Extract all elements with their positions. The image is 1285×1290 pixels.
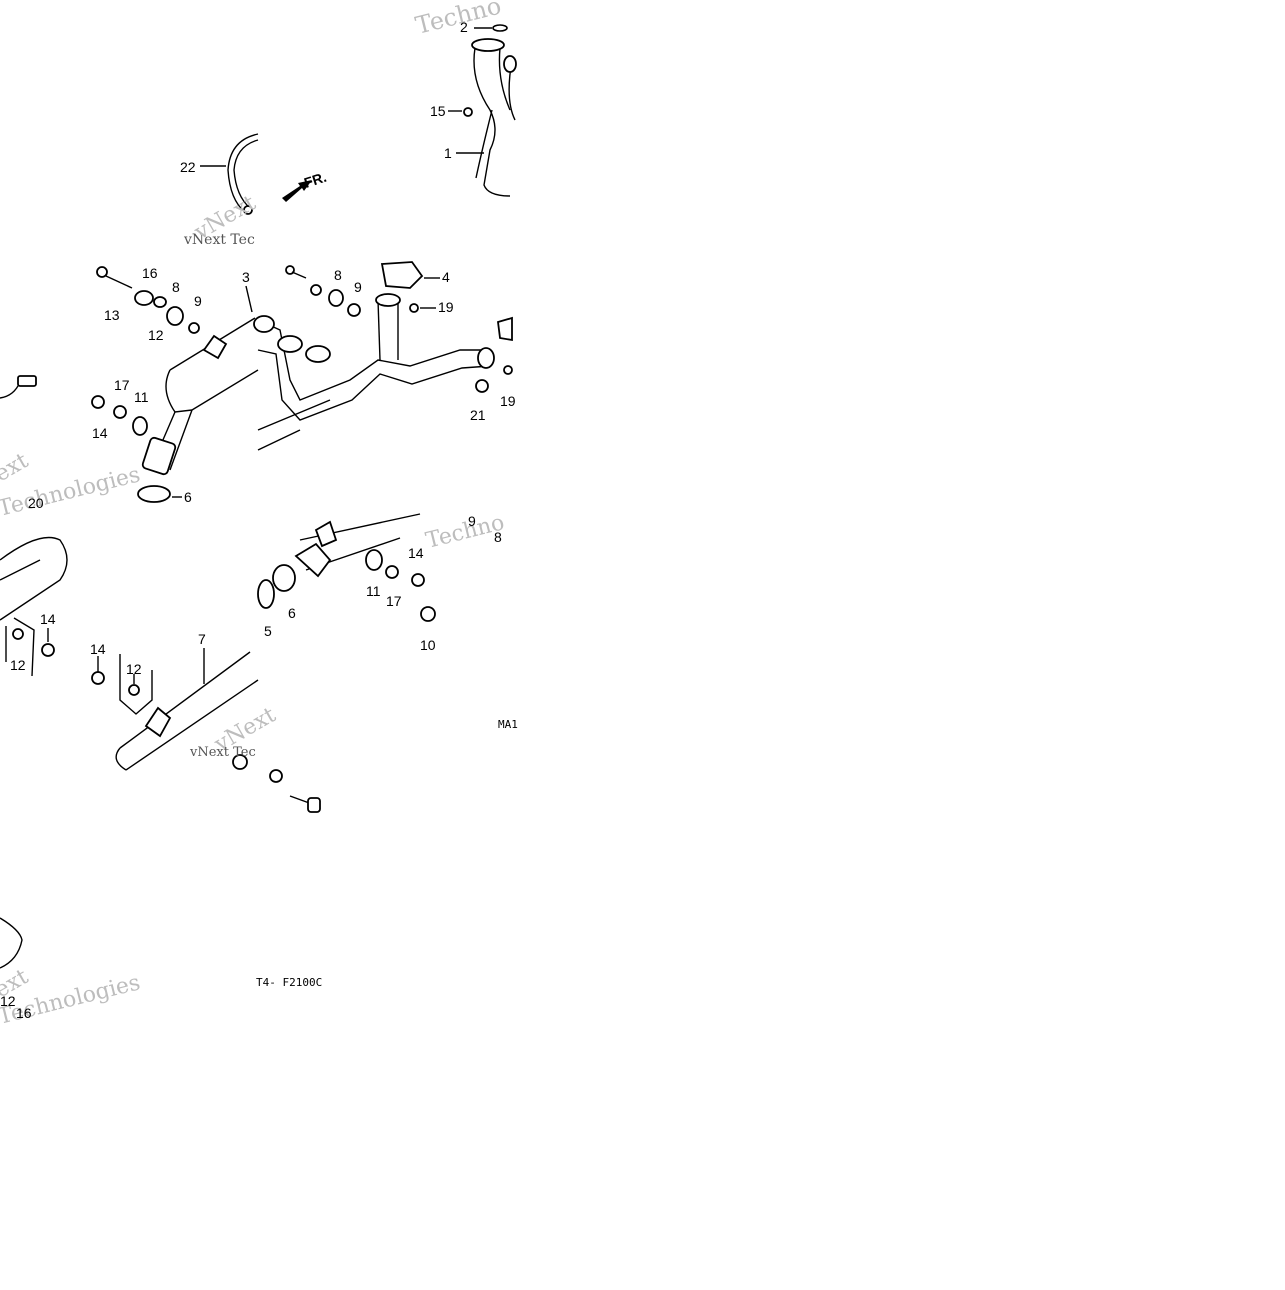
diagram-code-partial: MA1 [498,718,518,731]
callout-number: 9 [468,513,476,529]
callout-number: 12 [10,657,26,673]
callout-number: 12 [126,661,142,677]
tile-muffler-joint [0,513,436,969]
callout-number: 17 [386,593,402,609]
callout-number: 14 [40,611,56,627]
callout-number: 14 [408,545,424,561]
callout-number: 14 [92,425,108,441]
callout-number: 8 [334,267,342,283]
callout-number: 19 [500,393,516,409]
callout-number: 11 [366,583,381,599]
callout-number: 22 [180,159,196,175]
front-direction-label: FR. [302,169,328,191]
callout-number: 16 [142,265,158,281]
watermark-text: Techno [413,0,504,40]
callout-number: 19 [438,299,454,315]
callout-number: 5 [264,623,272,639]
callout-number: 3 [242,269,250,285]
callout-number: 6 [184,489,192,505]
callout-number: 1 [444,145,452,161]
callout-number: 16 [16,1005,32,1021]
tile-muffler-left [0,266,259,503]
callout-number: 9 [194,293,202,309]
tile-muffler-7 [91,648,259,771]
callout-number: 4 [442,269,450,285]
diagram-code: T4- F2100C [256,976,322,989]
callout-number: 6 [288,605,296,621]
callout-number: 9 [354,279,362,295]
callout-number: 17 [114,377,130,393]
callout-number: 8 [494,529,502,545]
tile-muffler-body-left [0,536,68,677]
callout-number: 10 [420,637,436,653]
tile-exhaust-headers [448,24,517,197]
callout-number: 7 [198,631,206,647]
tile-collector [253,261,513,451]
callout-number: 20 [28,495,44,511]
watermark-text: vNext Tec [189,745,256,760]
callout-number: 11 [134,389,149,405]
front-arrow-icon [282,180,312,202]
callout-number: 12 [0,993,16,1009]
callout-number: 14 [90,641,106,657]
callout-number: 21 [470,407,486,423]
callout-number: 15 [430,103,446,119]
callout-number: 2 [460,19,468,35]
tile-sensor-wire [200,133,312,215]
callout-number: 12 [148,327,164,343]
watermark-text: vNext Tec [183,232,255,248]
callout-number: 8 [172,279,180,295]
watermark-text: ext [0,448,33,487]
callout-number: 13 [104,307,120,323]
